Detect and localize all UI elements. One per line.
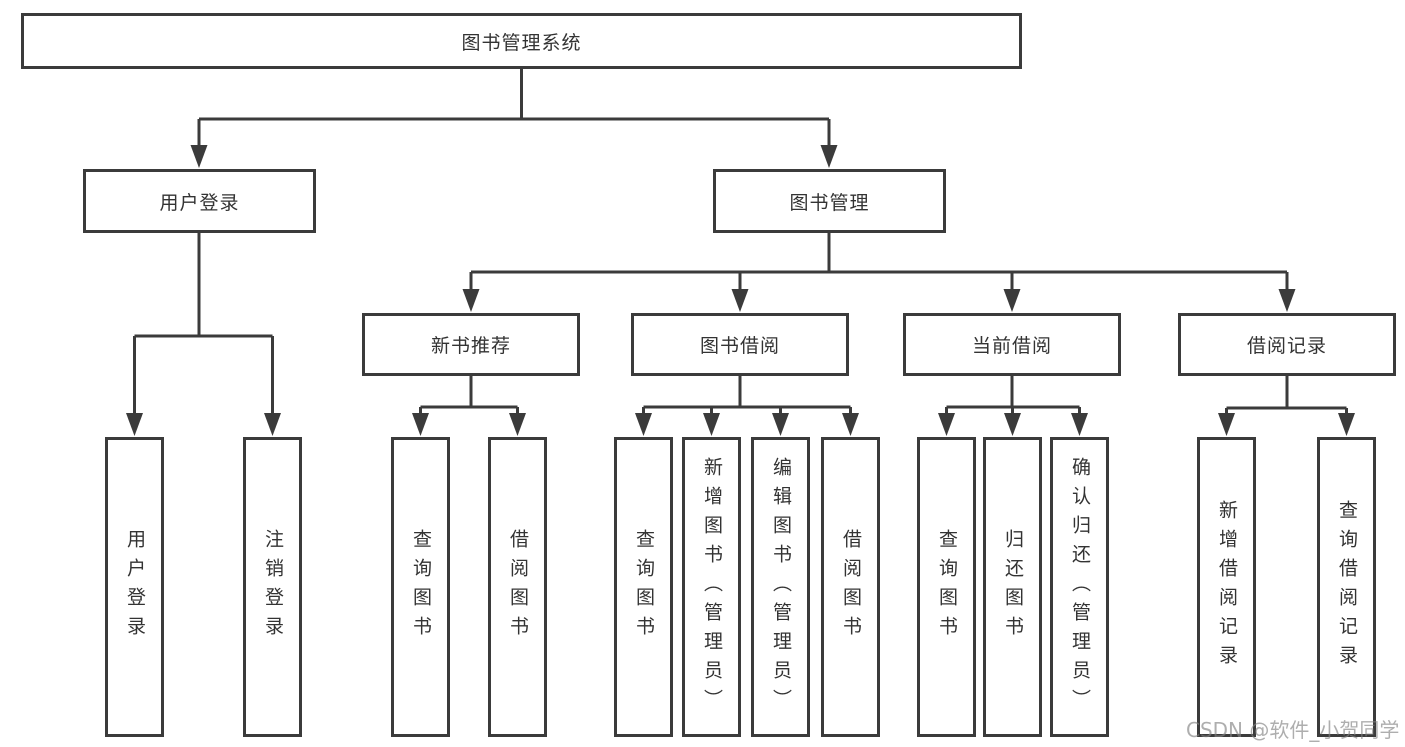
edge-record-to-leaves <box>1218 376 1355 436</box>
leaf-add-books-admin: 新增图书（管理员） <box>682 437 741 737</box>
leaf-label: 查询图书 <box>410 529 432 645</box>
node-label: 新书推荐 <box>430 335 511 357</box>
node-borrow-record: 借阅记录 <box>1178 313 1396 376</box>
leaf-edit-books-admin: 编辑图书（管理员） <box>751 437 810 737</box>
edge-userlogin-to-leaves <box>126 233 281 436</box>
node-book-management: 图书管理 <box>713 169 946 233</box>
node-label: 图书管理 <box>789 191 870 214</box>
leaf-query-borrow-record: 查询借阅记录 <box>1317 437 1376 737</box>
node-label: 当前借阅 <box>971 335 1052 357</box>
edge-current-to-leaves <box>938 376 1088 436</box>
edge-newbook-to-leaves <box>412 376 526 436</box>
node-label: 用户登录 <box>159 191 240 214</box>
node-system-root: 图书管理系统 <box>21 13 1022 69</box>
leaf-borrow-books: 借阅图书 <box>488 437 547 737</box>
leaf-query-books: 查询图书 <box>917 437 976 737</box>
leaf-user-login: 用户登录 <box>105 437 164 737</box>
edge-borrow-to-leaves <box>635 376 859 436</box>
leaf-confirm-return-admin: 确认归还（管理员） <box>1050 437 1109 737</box>
leaf-label: 借阅图书 <box>840 529 862 645</box>
leaf-label: 查询图书 <box>633 529 655 645</box>
leaf-label: 确认归还（管理员） <box>1069 456 1091 718</box>
edge-bookmgmt-to-level3 <box>462 233 1296 312</box>
edge-root-to-level2 <box>190 68 838 168</box>
node-new-book-recommend: 新书推荐 <box>362 313 580 376</box>
leaf-query-books: 查询图书 <box>391 437 450 737</box>
node-user-login: 用户登录 <box>83 169 316 233</box>
leaf-logout: 注销登录 <box>243 437 302 737</box>
leaf-label: 编辑图书（管理员） <box>770 456 792 718</box>
leaf-label: 注销登录 <box>262 529 284 645</box>
leaf-add-borrow-record: 新增借阅记录 <box>1197 437 1256 737</box>
node-book-borrow: 图书借阅 <box>631 313 849 376</box>
leaf-borrow-books: 借阅图书 <box>821 437 880 737</box>
leaf-query-books: 查询图书 <box>614 437 673 737</box>
leaf-label: 查询借阅记录 <box>1336 500 1358 674</box>
node-current-borrow: 当前借阅 <box>903 313 1121 376</box>
node-label: 借阅记录 <box>1246 335 1327 357</box>
leaf-return-books: 归还图书 <box>983 437 1042 737</box>
node-label: 图书管理系统 <box>461 31 582 54</box>
leaf-label: 借阅图书 <box>507 529 529 645</box>
csdn-watermark: CSDN @软件_小贺同学 <box>1186 718 1400 742</box>
leaf-label: 新增借阅记录 <box>1216 500 1238 674</box>
leaf-label: 新增图书（管理员） <box>701 456 723 718</box>
leaf-label: 查询图书 <box>936 529 958 645</box>
node-label: 图书借阅 <box>699 335 780 357</box>
leaf-label: 归还图书 <box>1002 529 1024 645</box>
leaf-label: 用户登录 <box>124 529 146 645</box>
